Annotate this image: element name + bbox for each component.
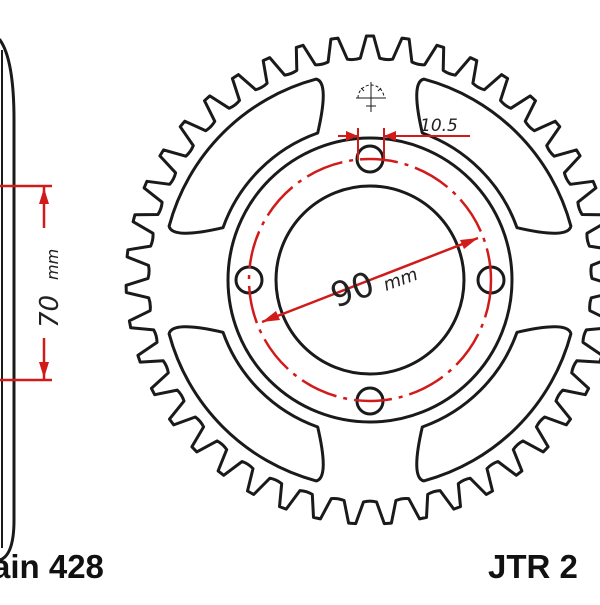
dim-90-arrow-left	[262, 311, 280, 322]
hub-ring	[226, 136, 514, 424]
lightening-window-2	[415, 325, 573, 483]
chain-size-label: ain 428	[0, 548, 104, 585]
lightening-windows	[167, 77, 573, 483]
dim-70-value: 70	[35, 295, 65, 328]
center-mark-icon	[356, 82, 386, 112]
dim-90-line	[261, 236, 479, 324]
dim-10-5-value: 10.5	[420, 116, 458, 136]
side-profile-outline	[0, 38, 16, 562]
dim-70-arrow-bottom	[39, 362, 49, 378]
lightening-window-1	[415, 77, 573, 235]
dim-70-unit: mm	[43, 249, 62, 280]
dimension-70mm: 70 mm	[0, 184, 65, 382]
bolt-circle	[247, 157, 493, 403]
dim-70-arrow-top	[39, 188, 49, 204]
lightening-window-4	[167, 77, 325, 235]
dim-10-5-arrow-right	[384, 131, 396, 141]
dim-10-5-arrow-left	[346, 131, 358, 141]
dim-90-arrow-right	[460, 238, 478, 249]
sprocket-front-view: 90 mm 10.5	[124, 34, 600, 526]
lightening-window-3	[167, 325, 325, 483]
part-number-label: JTR 2	[488, 548, 578, 585]
side-profile	[0, 38, 16, 562]
